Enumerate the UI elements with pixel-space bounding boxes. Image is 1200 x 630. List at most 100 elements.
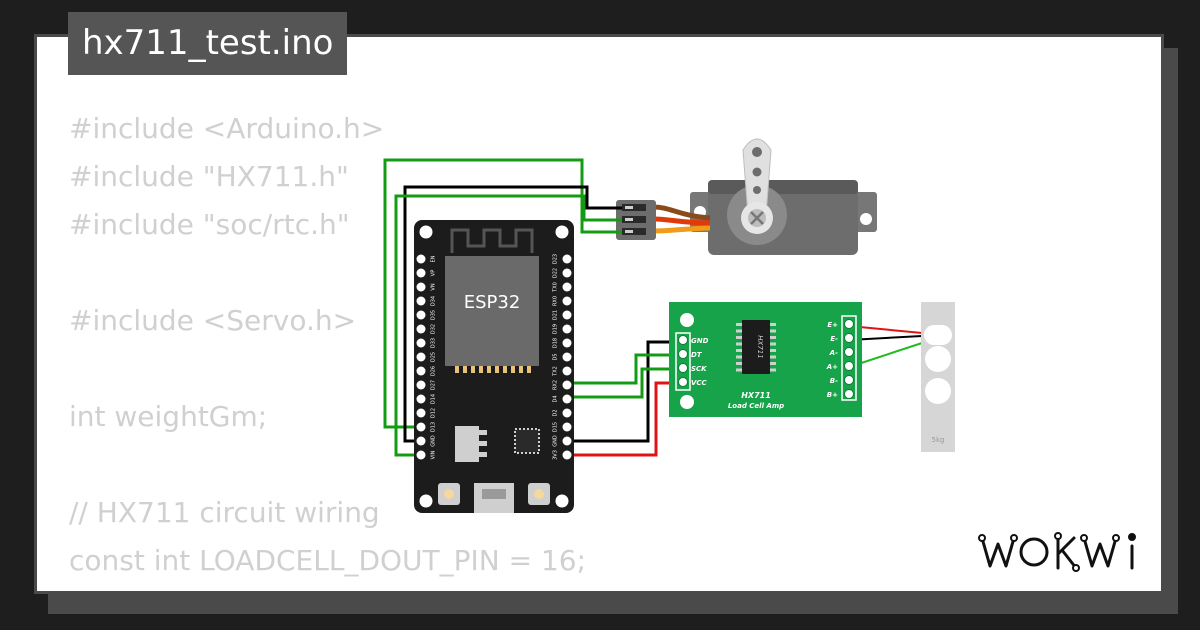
esp32-pin-rx0[interactable] [562,296,572,306]
esp32-pin-label: D32 [431,324,437,334]
hx711-title: HX711 [741,391,771,400]
chip-leg [770,329,776,333]
esp32-board[interactable]: ESP32 ENVPVND34D35D32D33D25D26D27D14D12D… [414,220,574,513]
mount-hole [419,225,433,239]
code-line: #include "HX711.h" [69,160,349,193]
code-preview: #include <Arduino.h> #include "HX711.h" #i… [69,105,586,591]
esp32-pin-rx2[interactable] [562,380,572,390]
servo-mount-hole [860,213,872,225]
esp32-pin-vp[interactable] [416,268,426,278]
mount-hole [555,225,569,239]
esp32-pin-d5[interactable] [562,352,572,362]
wire-hx-gnd [566,340,683,443]
servo-mount-right [855,192,877,232]
esp32-pin-label: D34 [431,296,437,306]
chip-leg [770,349,776,352]
servo-horn-hole [753,186,761,194]
esp32-pin-vn[interactable] [416,282,426,292]
servo-cable [653,204,711,234]
esp32-pin-gnd[interactable] [416,436,426,446]
esp32-pin-d23[interactable] [562,254,572,264]
chip-leg [736,349,742,352]
hx711-pin-vcc[interactable] [678,377,688,387]
esp32-pin-label: D2 [553,409,559,416]
hx711-pin-dt[interactable] [678,349,688,359]
esp32-pin-d14[interactable] [416,394,426,404]
esp32-pin-d21[interactable] [562,310,572,320]
esp32-pin-label: D33 [431,338,437,348]
esp32-antenna [450,228,534,253]
chip-leg [770,368,776,372]
esp32-pin-d25[interactable] [416,352,426,362]
preview-card: #include <Arduino.h> #include "HX711.h" #i… [34,34,1164,594]
chip-leg [770,362,776,365]
esp32-pin-label: D35 [431,310,437,320]
code-line: #include <Arduino.h> [69,112,385,145]
esp32-pin-d26[interactable] [416,366,426,376]
servo-screw-cross [750,211,764,225]
hx711-pin-gnd[interactable] [678,335,688,345]
esp32-pin-d4[interactable] [562,394,572,404]
esp32-pin-d32[interactable] [416,324,426,334]
esp32-pin-d15[interactable] [562,422,572,432]
servo-motor[interactable] [690,138,877,255]
hx711-pin-label: A- [829,349,838,357]
esp32-pin-label: TX2 [553,366,559,377]
load-cell[interactable]: 5kg [921,302,955,452]
wiring [383,158,923,457]
code-line: #include <Servo.h> [69,304,357,337]
esp32-pin-tx2[interactable] [562,366,572,376]
hx711-left-header [675,332,691,391]
esp32-pin-d35[interactable] [416,310,426,320]
hx711-pin-bminus[interactable] [844,375,854,385]
servo-connector[interactable] [616,200,656,240]
hx711-pin-label: DT [691,351,703,359]
esp32-pin-vin[interactable] [416,450,426,460]
esp32-pin-3v3[interactable] [562,450,572,460]
esp32-pin-d2[interactable] [562,408,572,418]
esp32-pin-label: EN [431,255,437,262]
chip-leg [736,368,742,372]
servo-horn[interactable] [742,138,772,217]
code-line: #include "soc/rtc.h" [69,208,350,241]
esp32-pin-d12[interactable] [416,408,426,418]
esp32-pin-en[interactable] [416,254,426,264]
hx711-pin-eplus[interactable] [844,319,854,329]
hx711-pin-aplus[interactable] [844,361,854,371]
esp32-pin-d33[interactable] [416,338,426,348]
hx711-pin-aminus[interactable] [844,347,854,357]
esp32-pin-gnd[interactable] [562,436,572,446]
esp32-pin-label: TX0 [553,282,559,293]
module-pad [527,366,531,373]
esp32-pin-d22[interactable] [562,268,572,278]
esp32-pin-label: VIN [431,450,437,459]
esp32-pin-tx0[interactable] [562,282,572,292]
module-pad [519,366,523,373]
mount-hole [680,395,694,409]
hx711-pin-label: GND [691,337,709,345]
esp32-pin-d34[interactable] [416,296,426,306]
esp32-pin-label: D15 [553,422,559,432]
esp32-pin-label: D18 [553,338,559,348]
hx711-subtitle: Load Cell Amp [728,402,784,410]
hx711-pin-label: E- [830,335,838,343]
hx711-pin-eminus[interactable] [844,333,854,343]
esp32-pin-d27[interactable] [416,380,426,390]
esp32-pin-d18[interactable] [562,338,572,348]
servo-top-edge [708,180,858,194]
chip-leg [770,336,776,339]
hx711-pin-sck[interactable] [678,363,688,373]
esp32-chip-label: ESP32 [464,292,521,313]
esp32-pin-d13[interactable] [416,422,426,432]
hx711-pin-bplus[interactable] [844,389,854,399]
esp32-pin-d19[interactable] [562,324,572,334]
chip-leg [736,342,742,346]
esp32-pin-label: VP [431,270,437,276]
esp32-pin-label: D25 [431,352,437,362]
wokwi-logo-mark [978,532,1136,572]
module-pad [487,366,491,373]
wire-hx-sck [566,367,683,399]
esp32-pin-label: VN [431,283,437,290]
